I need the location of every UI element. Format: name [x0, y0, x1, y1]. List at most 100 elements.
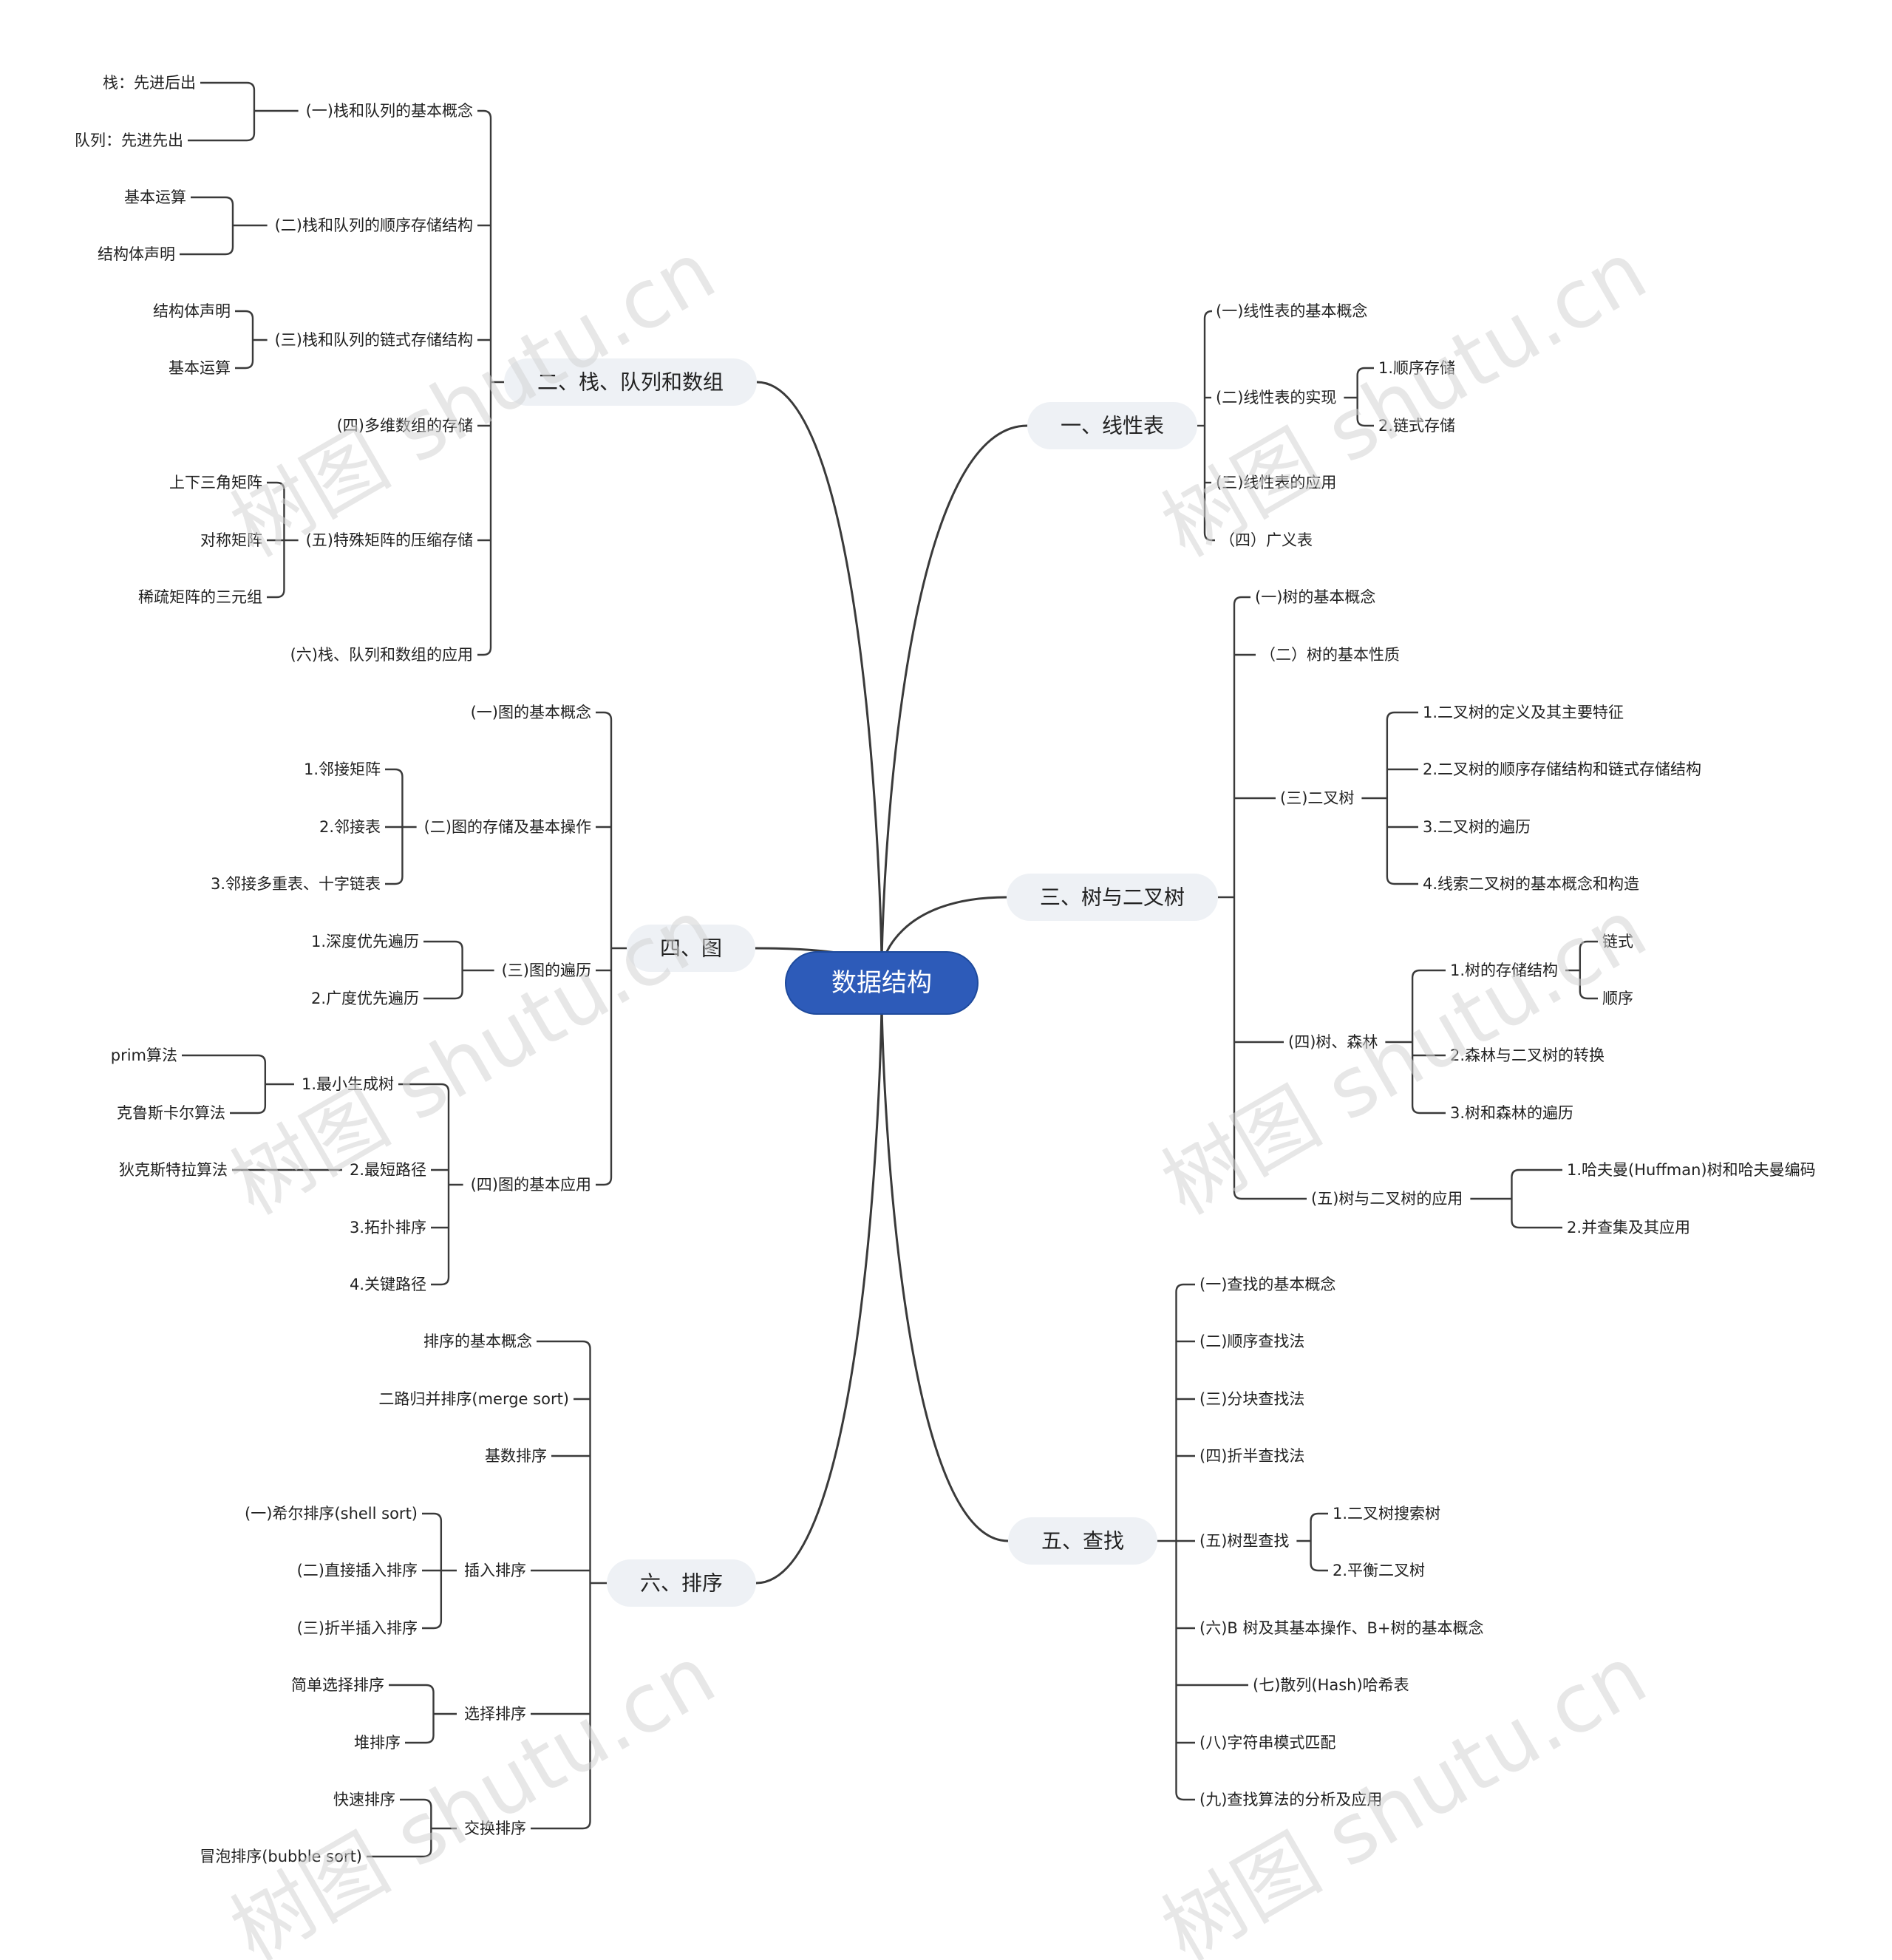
node-b-4-c-2-label: (三)图的遍历 [502, 962, 591, 979]
branch-label-3: 二、栈、队列和数组 [537, 370, 724, 395]
node-b-1-c-0-label: (一)树的基本概念 [1255, 588, 1375, 606]
bracket-connector [1385, 969, 1446, 1115]
node-b-3-c-1-label: (二)栈和队列的顺序存储结构 [275, 217, 473, 234]
node-b-1-c-2-label: (三)二叉树 [1280, 789, 1354, 807]
node-b-4-c-1-label: (二)图的存储及基本操作 [424, 818, 591, 836]
node-b-2-c-1-label: (二)顺序查找法 [1199, 1333, 1304, 1350]
bracket-connector [398, 1083, 463, 1286]
branch-label-1: 三、树与二叉树 [1040, 885, 1185, 910]
node-b-1-c-3-c-2-label: 3.树和森林的遍历 [1450, 1104, 1573, 1122]
root-node: 数据结构 [785, 951, 979, 1015]
bracket-connector [235, 310, 268, 370]
node-b-4-c-1-c-1-label: 2.邻接表 [319, 818, 381, 836]
node-b-5-c-4-c-0-label: 简单选择排序 [291, 1676, 384, 1694]
branch-label-0: 一、线性表 [1061, 414, 1164, 438]
node-b-1-c-3-c-0-c-0-label: 链式 [1602, 933, 1633, 950]
bracket-connector [1470, 1168, 1562, 1229]
bracket-connector [422, 1512, 457, 1630]
node-b-4-c-1-c-0-label: 1.邻接矩阵 [304, 760, 381, 778]
node-b-0-c-1-c-1-label: 2.链式存储 [1378, 417, 1455, 435]
node-b-1-c-2-c-2-label: 3.二叉树的遍历 [1423, 818, 1531, 836]
node-b-3-c-4-c-0-label: 上下三角矩阵 [169, 474, 262, 491]
node-b-4-c-3-c-1-c-0-label: 狄克斯特拉算法 [119, 1161, 228, 1179]
node-b-3-c-5-label: (六)栈、队列和数组的应用 [290, 646, 473, 664]
mind-map-nodes: 数据结构一、线性表(一)线性表的基本概念(二)线性表的实现1.顺序存储2.链式存… [75, 74, 1816, 1865]
branch-node-5: 六、排序 [606, 1559, 757, 1607]
node-b-5-c-3-label: 插入排序 [464, 1562, 526, 1579]
bracket-connector [188, 81, 299, 142]
node-b-1-c-4-c-0-label: 1.哈夫曼(Huffman)树和哈夫曼编码 [1567, 1161, 1816, 1179]
node-b-1-c-3-c-0-label: 1.树的存储结构 [1450, 962, 1558, 979]
bracket-connector [596, 711, 627, 1186]
branch-node-2: 五、查找 [1007, 1517, 1158, 1565]
node-b-2-c-0-label: (一)查找的基本概念 [1199, 1276, 1335, 1293]
node-b-2-c-8-label: (九)查找算法的分析及应用 [1199, 1791, 1382, 1808]
node-b-5-c-3-c-0-label: (一)希尔排序(shell sort) [245, 1505, 418, 1522]
branch-node-4: 四、图 [626, 925, 756, 972]
node-b-1-c-1-label: （二）树的基本性质 [1260, 646, 1400, 664]
node-b-2-c-6-label: (七)散列(Hash)哈希表 [1253, 1676, 1409, 1694]
branch-label-4: 四、图 [660, 936, 722, 961]
node-b-5-c-4-c-1-label: 堆排序 [354, 1734, 401, 1752]
bracket-connector [1361, 711, 1418, 885]
branch-label-5: 六、排序 [640, 1571, 723, 1596]
node-b-4-c-3-label: (四)图的基本应用 [471, 1176, 591, 1194]
node-b-3-c-3-label: (四)多维数组的存储 [337, 417, 473, 435]
bracket-connector [423, 940, 494, 1000]
bracket-connector [1296, 1512, 1328, 1572]
node-b-5-c-0-label: 排序的基本概念 [423, 1333, 532, 1350]
node-b-5-c-4-label: 选择排序 [464, 1705, 526, 1723]
node-b-5-c-3-c-1-label: (二)直接插入排序 [297, 1562, 418, 1579]
node-b-3-c-4-label: (五)特殊矩阵的压缩存储 [306, 531, 473, 549]
node-b-5-c-5-label: 交换排序 [464, 1820, 526, 1837]
bracket-connector [1157, 1283, 1248, 1801]
root-branch-connector [756, 997, 883, 1585]
node-b-3-c-0-c-1-label: 队列：先进先出 [75, 132, 183, 149]
node-b-5-c-5-c-0-label: 快速排序 [333, 1791, 395, 1808]
node-b-4-c-2-c-1-label: 2.广度优先遍历 [311, 990, 419, 1007]
branch-node-3: 二、栈、队列和数组 [503, 358, 758, 406]
bracket-connector [477, 109, 504, 656]
node-b-1-c-2-c-3-label: 4.线索二叉树的基本概念和构造 [1423, 875, 1639, 893]
bracket-connector [182, 1054, 294, 1115]
node-b-4-c-0-label: (一)图的基本概念 [471, 704, 591, 721]
node-b-5-c-3-c-2-label: (三)折半插入排序 [297, 1619, 418, 1637]
root-branch-connector [880, 424, 1027, 969]
node-b-3-c-1-c-0-label: 基本运算 [124, 188, 186, 206]
node-b-5-c-5-c-1-label: 冒泡排序(bubble sort) [200, 1848, 362, 1865]
node-b-2-c-2-label: (三)分块查找法 [1199, 1390, 1304, 1408]
node-b-1-c-2-c-0-label: 1.二叉树的定义及其主要特征 [1423, 704, 1624, 721]
branch-label-2: 五、查找 [1041, 1529, 1124, 1554]
node-b-3-c-2-label: (三)栈和队列的链式存储结构 [275, 331, 473, 349]
node-b-3-c-2-c-0-label: 结构体声明 [153, 302, 231, 320]
node-b-1-c-3-c-0-c-1-label: 顺序 [1602, 990, 1633, 1007]
node-b-4-c-3-c-0-c-1-label: 克鲁斯卡尔算法 [117, 1104, 225, 1122]
node-b-1-c-3-label: (四)树、森林 [1288, 1033, 1378, 1051]
bracket-connector [385, 768, 417, 885]
node-b-4-c-1-c-2-label: 3.邻接多重表、十字链表 [211, 875, 381, 893]
node-b-3-c-4-c-1-label: 对称矩阵 [200, 531, 262, 549]
node-b-1-c-4-c-1-label: 2.并查集及其应用 [1567, 1219, 1690, 1236]
node-b-5-c-2-label: 基数排序 [485, 1447, 547, 1465]
node-b-4-c-2-c-0-label: 1.深度优先遍历 [311, 933, 419, 950]
node-b-2-c-4-label: (五)树型查找 [1199, 1532, 1289, 1550]
bracket-connector [389, 1684, 457, 1744]
node-b-0-c-3-label: （四）广义表 [1219, 531, 1313, 549]
bracket-connector [1197, 310, 1215, 542]
root-label: 数据结构 [831, 968, 932, 998]
bracket-connector [367, 1798, 457, 1858]
node-b-3-c-1-c-1-label: 结构体声明 [98, 245, 175, 263]
node-b-2-c-5-label: (六)B 树及其基本操作、B+树的基本概念 [1199, 1619, 1483, 1637]
bracket-connector [531, 1340, 607, 1830]
node-b-0-c-1-label: (二)线性表的实现 [1216, 389, 1336, 406]
node-b-1-c-3-c-1-label: 2.森林与二叉树的转换 [1450, 1047, 1605, 1064]
branch-node-0: 一、线性表 [1027, 402, 1198, 449]
branch-node-1: 三、树与二叉树 [1006, 874, 1219, 921]
bracket-connector [180, 196, 268, 256]
node-b-0-c-0-label: (一)线性表的基本概念 [1216, 302, 1367, 320]
node-b-2-c-3-label: (四)折半查找法 [1199, 1447, 1304, 1465]
node-b-3-c-0-c-0-label: 栈：先进后出 [103, 74, 196, 92]
root-branch-connector [880, 997, 1008, 1542]
root-branch-connector [757, 381, 883, 969]
